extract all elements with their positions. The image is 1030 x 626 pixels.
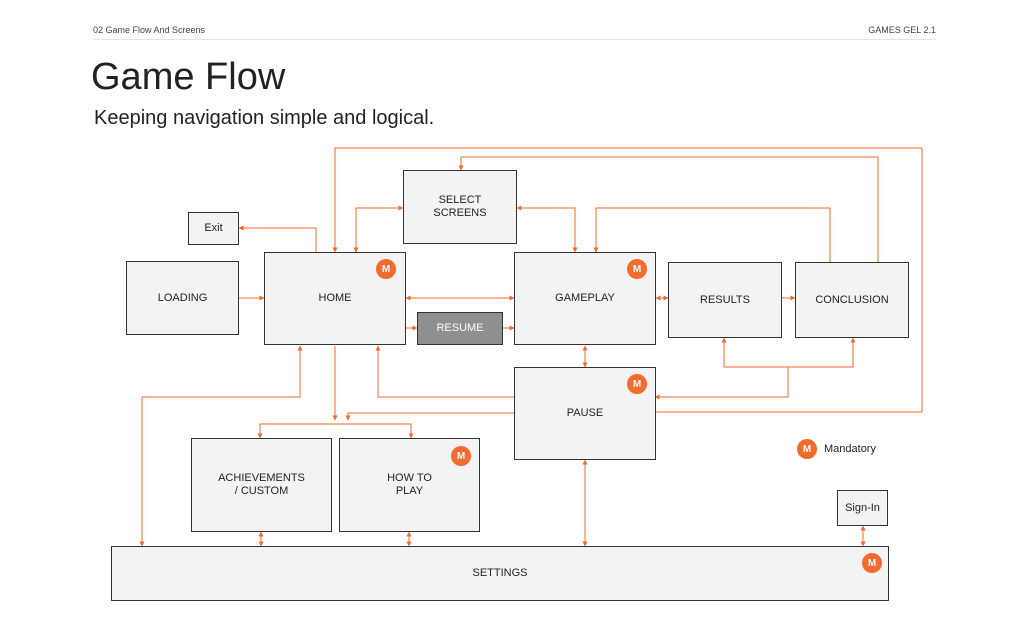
node-conclusion: CONCLUSION	[795, 262, 909, 338]
page-subtitle: Keeping navigation simple and logical.	[94, 107, 435, 129]
header-divider	[93, 39, 936, 40]
connector-results-pause-drop	[654, 367, 789, 400]
node-loading: LOADING	[126, 261, 239, 335]
node-achievements: ACHIEVEMENTS / CUSTOM	[191, 438, 332, 532]
connector-loop-home	[335, 147, 923, 413]
page-title: Game Flow	[91, 56, 286, 98]
connector-home-select	[353, 205, 404, 253]
connector-home-exit	[238, 225, 317, 252]
legend-mandatory-icon: M	[797, 439, 817, 459]
node-exit: Exit	[188, 212, 239, 245]
product-label: GAMES GEL 2.1	[868, 25, 936, 35]
connector-gameplay-select	[516, 205, 578, 253]
section-label: 02 Game Flow And Screens	[93, 25, 206, 35]
connector-pause-home	[375, 345, 514, 398]
connector-conclusion-select	[458, 156, 879, 262]
connector-conclusion-gameplay	[593, 207, 831, 262]
mandatory-m-icon: M	[862, 553, 882, 573]
node-sign-in: Sign-In	[837, 490, 888, 526]
node-select-screens: SELECT SCREENS	[403, 170, 517, 244]
connector-home-settings	[139, 345, 303, 547]
mandatory-m-icon: M	[627, 259, 647, 279]
legend-mandatory-label: Mandatory	[824, 443, 876, 455]
mandatory-m-icon: M	[627, 374, 647, 394]
connector-results-pause	[721, 337, 856, 368]
node-results: RESULTS	[668, 262, 782, 338]
mandatory-m-icon: M	[376, 259, 396, 279]
node-settings: SETTINGS	[111, 546, 889, 601]
node-resume: RESUME	[417, 312, 503, 345]
connector-pause-children	[345, 412, 514, 421]
mandatory-m-icon: M	[451, 446, 471, 466]
connector-children-split	[257, 423, 414, 439]
